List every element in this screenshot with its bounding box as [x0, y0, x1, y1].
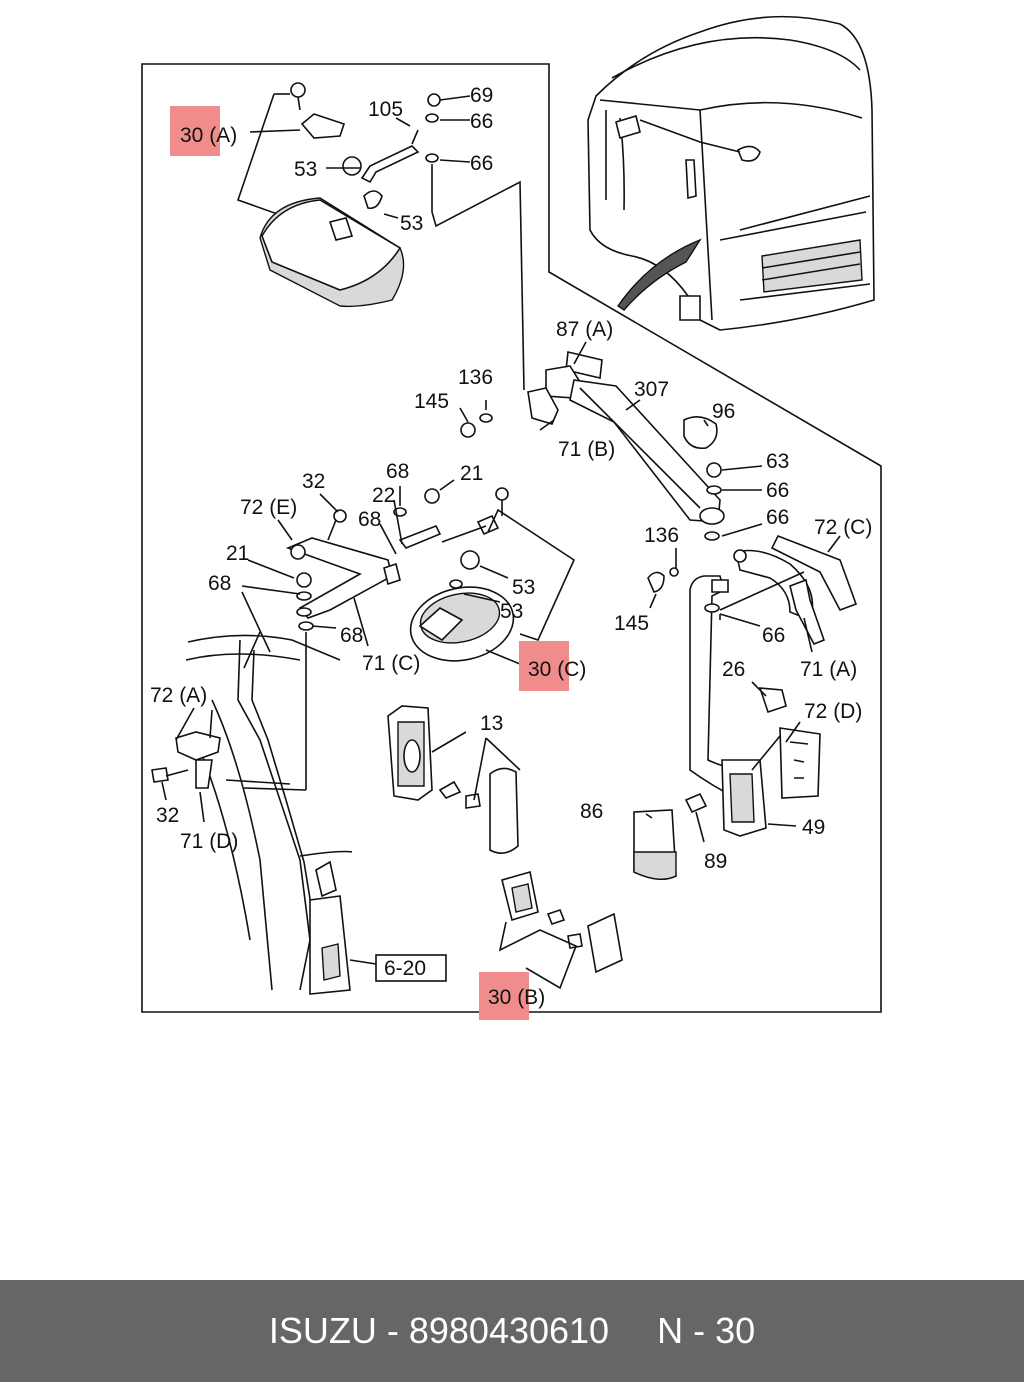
callout-68-a: 68: [386, 460, 409, 483]
diagram-frame: [141, 63, 882, 1013]
callout-30a[interactable]: 30 (A): [180, 124, 237, 147]
footer-bar: ISUZU - 8980430610 N - 30: [0, 1280, 1024, 1382]
callout-66-right2: 66: [766, 506, 789, 529]
callout-145-mid: 145: [414, 390, 449, 413]
callout-49: 49: [802, 816, 825, 839]
callout-13: 13: [480, 712, 503, 735]
callout-86: 86: [580, 800, 603, 823]
callout-32-left: 32: [156, 804, 179, 827]
mirror-arm-a: [633, 534, 858, 880]
callout-72d: 72 (D): [804, 700, 862, 723]
footer-part-number: ISUZU - 8980430610: [268, 1310, 610, 1351]
callout-69: 69: [470, 84, 493, 107]
callout-6-20[interactable]: 6-20: [384, 957, 426, 980]
callout-66-top: 66: [470, 110, 493, 133]
truck-cab-illustration: [587, 15, 875, 331]
callout-68-c: 68: [340, 624, 363, 647]
callout-53-mid: 53: [512, 576, 535, 599]
callout-66-right: 66: [766, 479, 789, 502]
mirror-assembly-b: [498, 870, 623, 990]
callout-53-mid2: 53: [500, 600, 523, 623]
callout-22: 22: [372, 484, 395, 507]
callout-66-top2: 66: [470, 152, 493, 175]
callout-89: 89: [704, 850, 727, 873]
mirror-assembly-c: [409, 586, 521, 665]
callout-68-b: 68: [358, 508, 381, 531]
parts-diagram: 30 (A) 69 66 105 66 53 53 87 (A) 136 145…: [141, 15, 882, 1020]
callout-105: 105: [368, 98, 403, 121]
mirror-assembly-a: [236, 82, 525, 391]
callout-71b: 71 (B): [558, 438, 615, 461]
door-pillar: [185, 631, 377, 995]
highlight-30c[interactable]: [519, 641, 569, 691]
callout-72a: 72 (A): [150, 684, 207, 707]
mirror-arm-c: [285, 487, 576, 790]
callout-68-left: 68: [208, 572, 231, 595]
callout-30b[interactable]: 30 (B): [488, 986, 545, 1009]
callout-145-right: 145: [614, 612, 649, 635]
footer-page-ref: N - 30: [657, 1310, 756, 1351]
highlight-30b[interactable]: [479, 972, 529, 1020]
ref-box-6-20: [375, 954, 447, 982]
callout-72c: 72 (C): [814, 516, 872, 539]
callout-66-right3: 66: [762, 624, 785, 647]
highlight-30a[interactable]: [170, 106, 220, 156]
callout-26: 26: [722, 658, 745, 681]
callout-21-top: 21: [460, 462, 483, 485]
callout-30c[interactable]: 30 (C): [528, 658, 586, 681]
callout-87a: 87 (A): [556, 318, 613, 341]
mirror-13-group: [387, 705, 521, 854]
callout-53-top: 53: [294, 158, 317, 181]
callout-96: 96: [712, 400, 735, 423]
callout-71a: 71 (A): [800, 658, 857, 681]
callout-71d: 71 (D): [180, 830, 238, 853]
callout-72e: 72 (E): [240, 496, 297, 519]
callout-53-top2: 53: [400, 212, 423, 235]
callout-63: 63: [766, 450, 789, 473]
bracket-72a: [151, 707, 221, 789]
callout-136-right: 136: [644, 524, 679, 547]
callout-307: 307: [634, 378, 669, 401]
callout-32-top: 32: [302, 470, 325, 493]
callout-136-mid: 136: [458, 366, 493, 389]
callout-21-left: 21: [226, 542, 249, 565]
mirror-stay-307: [460, 351, 725, 541]
callout-71c: 71 (C): [362, 652, 420, 675]
